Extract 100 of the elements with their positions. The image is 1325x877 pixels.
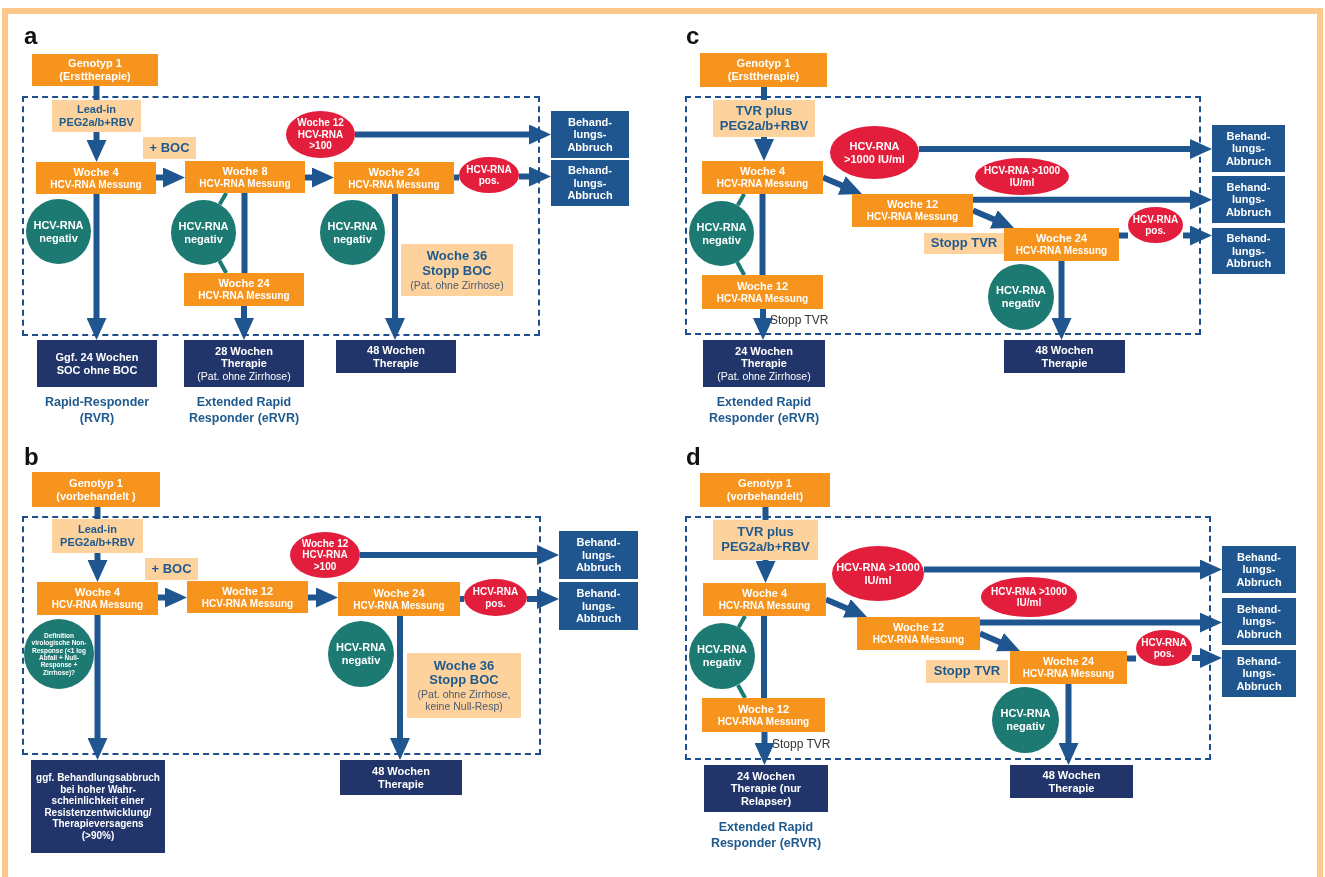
step-box	[852, 194, 973, 227]
box-label: 48 Wochen Therapie	[371, 764, 431, 791]
box-sublabel: HCV-RNA Messung	[718, 600, 811, 612]
box-label: HCV-RNA negativ	[994, 284, 1048, 310]
arrow	[755, 560, 776, 583]
box-label: HCV-RNA negativ	[999, 707, 1052, 733]
dashed-frame	[22, 516, 541, 755]
dashed-frame	[685, 516, 1211, 760]
box-sublabel: (Pat. ohne Zirrhose)	[410, 278, 504, 291]
box-sublabel: (Pat. ohne Zirrhose, keine Null-Resp)	[416, 688, 512, 713]
box-label: HCV-RNA negativ	[326, 219, 379, 246]
note-text: Stopp TVR	[770, 313, 829, 327]
box-label: 28 Wochen Therapie	[214, 344, 274, 371]
connector-line	[736, 615, 747, 629]
negative-result-circle	[689, 201, 754, 266]
box-label: Genotyp 1 (vorbehandelt )	[55, 476, 137, 503]
step-box	[702, 161, 823, 194]
arrow	[754, 732, 775, 765]
box-label: 24 Wochen Therapie (nur Relapser)	[729, 769, 803, 808]
arrow	[1051, 261, 1072, 340]
connector-line	[460, 596, 464, 602]
box-sublabel: HCV-RNA Messung	[716, 178, 809, 190]
step-box	[37, 582, 158, 615]
stop-treatment-box	[1212, 176, 1285, 223]
step-box	[185, 161, 305, 193]
box-label: + BOC	[149, 140, 190, 156]
box-label: HCV-RNA >1000 IU/ml	[982, 165, 1062, 188]
box-label: Woche 36 Stopp BOC	[428, 658, 500, 689]
box-label: 48 Wochen Therapie	[1034, 343, 1095, 370]
box-sublabel: (Pat. ohne Zirrhose)	[717, 370, 811, 383]
step-box	[700, 53, 827, 87]
responder-label: Extended Rapid Responder (eRVR)	[707, 395, 821, 427]
arrow	[919, 139, 1212, 159]
responder-label: Rapid-Responder (RVR)	[43, 395, 151, 427]
arrow	[753, 309, 773, 340]
box-label: Stopp TVR	[933, 664, 1001, 679]
box-label: Behand- lungs- Abbruch	[1235, 550, 1283, 589]
box-label: Lead-in PEG2a/b+RBV	[59, 523, 136, 549]
arrow	[1192, 648, 1222, 668]
box-label: Genotyp 1 (Ersttherapie)	[726, 57, 801, 83]
arrow	[156, 167, 185, 188]
connector-line	[735, 261, 746, 276]
box-sublabel: HCV-RNA Messung	[348, 178, 440, 191]
box-label: 48 Wochen Therapie	[1041, 768, 1102, 795]
box-label: Woche 4	[742, 587, 787, 601]
box-label: HCV-RNA >1000 IU/ml	[836, 560, 920, 587]
connector-line	[1119, 232, 1128, 239]
stop-treatment-box	[1212, 228, 1285, 274]
step-box	[32, 54, 158, 86]
arrow	[87, 553, 108, 582]
therapy-note-box	[145, 558, 198, 580]
box-label: HCV-RNA pos.	[465, 163, 513, 187]
arrow	[519, 166, 551, 187]
step-box	[32, 472, 160, 507]
box-label: Woche 8	[222, 164, 268, 178]
stop-treatment-box	[551, 160, 629, 206]
panel-letter: c	[686, 22, 700, 50]
stop-treatment-box	[1222, 650, 1296, 697]
box-sublabel: HCV-RNA Messung	[717, 715, 810, 728]
arrow	[980, 612, 1222, 633]
box-label: TVR plus PEG2a/b+RBV	[720, 525, 811, 555]
box-label: Genotyp 1 (vorbehandelt)	[725, 477, 805, 503]
stop-treatment-box	[551, 111, 629, 158]
box-label: Behand- lungs- Abbruch	[574, 536, 623, 574]
result-ellipse	[459, 157, 519, 193]
box-label: HCV-RNA negativ	[32, 218, 85, 245]
arrow	[1058, 684, 1079, 765]
box-label: Behand- lungs- Abbruch	[566, 115, 614, 154]
therapy-note-box	[52, 519, 143, 553]
step-box	[1004, 228, 1119, 261]
box-label: HCV-RNA negativ	[695, 220, 748, 247]
box-sublabel: HCV-RNA Messung	[1022, 668, 1115, 680]
box-sublabel: HCV-RNA Messung	[716, 292, 809, 305]
box-label: 48 Wochen Therapie	[366, 343, 426, 370]
box-label: HCV-RNA pos.	[1132, 213, 1179, 237]
box-label: Behand- lungs- Abbruch	[574, 587, 623, 625]
arrow	[308, 587, 338, 608]
stop-treatment-box	[559, 582, 638, 630]
connector-line	[454, 174, 459, 181]
arrow	[527, 589, 559, 609]
result-ellipse	[464, 579, 527, 616]
box-label: Woche 12 HCV-RNA >100	[296, 117, 345, 152]
arrow	[86, 194, 107, 340]
box-label: Behand- lungs- Abbruch	[1235, 602, 1283, 641]
arrow	[390, 616, 410, 760]
connector-line	[1127, 655, 1136, 662]
box-label: Lead-in PEG2a/b+RBV	[58, 103, 135, 129]
step-box	[1010, 651, 1127, 684]
box-label: Woche 4	[740, 165, 785, 179]
arrow	[158, 587, 187, 608]
box-label: HCV-RNA negativ	[695, 643, 749, 669]
connector-line	[762, 507, 769, 520]
stop-treatment-box	[1212, 125, 1285, 172]
box-label: Woche 12	[892, 621, 945, 635]
box-sublabel: HCV-RNA Messung	[872, 634, 965, 646]
connector-line	[761, 616, 767, 698]
therapy-note-box	[713, 520, 818, 560]
arrow	[754, 137, 774, 161]
box-sublabel: HCV-RNA Messung	[866, 211, 959, 223]
box-label: Genotyp 1 (Ersttherapie)	[58, 57, 132, 83]
